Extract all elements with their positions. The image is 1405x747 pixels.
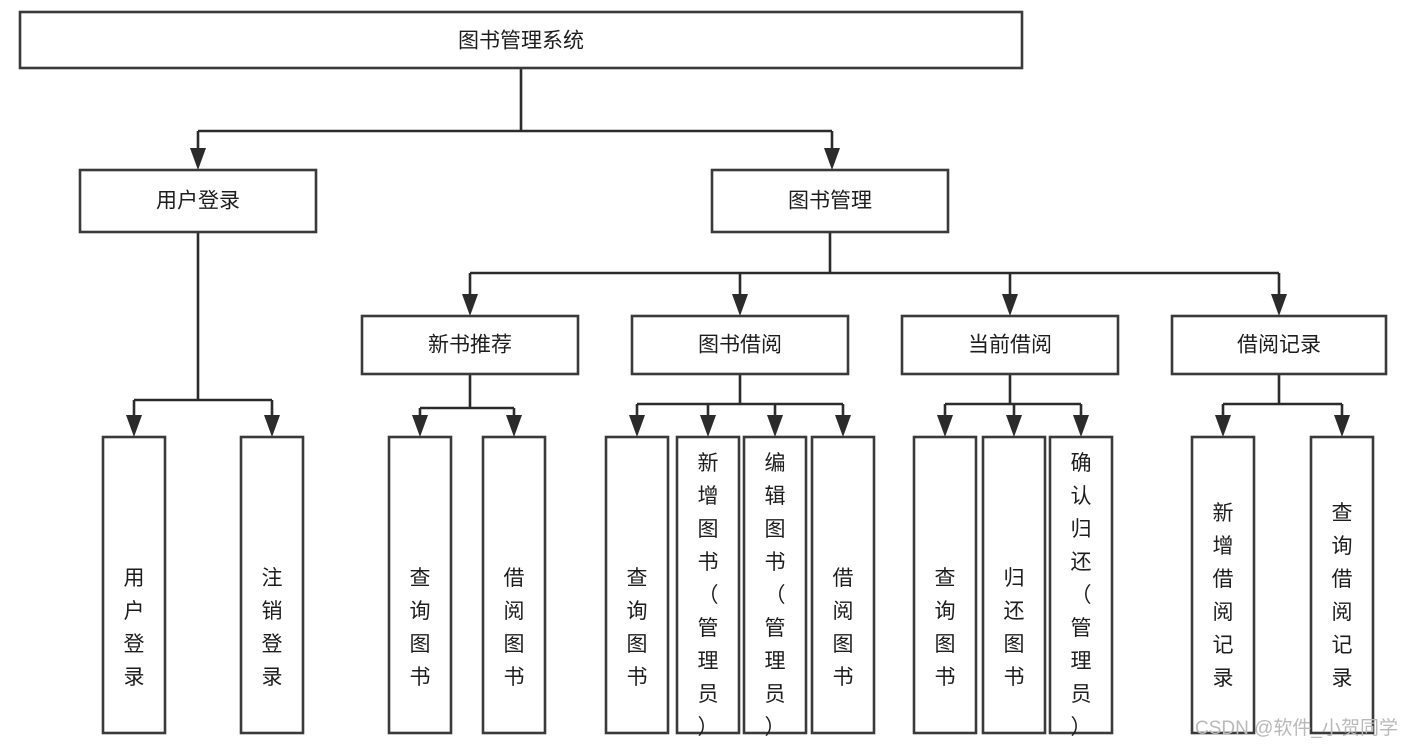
node-leaf-add-borrow-record[interactable]: 新增借阅记录 — [1190, 435, 1256, 735]
arrow-user-login-to-leaf-user-logout — [264, 415, 280, 437]
connector-book-borrow-trunk — [635, 374, 845, 419]
node-leaf-user-logout[interactable]: 注销登录 — [239, 435, 305, 735]
node-root-label: 图书管理系统 — [458, 30, 584, 53]
node-leaf-query-borrow-record-label: 查询借阅记录 — [1332, 502, 1353, 690]
node-user-login-label: 用户登录 — [156, 190, 240, 213]
arrow-book-manage-to-borrow-record — [1271, 294, 1287, 316]
node-leaf-borrow-book-recommend-box[interactable] — [481, 435, 547, 735]
node-leaf-user-logout-box[interactable] — [239, 435, 305, 735]
arrow-book-borrow-to-edit-book — [767, 415, 783, 437]
node-leaf-add-book-label: 新增图书（管理员） — [698, 452, 719, 739]
arrow-book-borrow-to-borrow-book — [835, 415, 851, 437]
node-root-box[interactable] — [18, 10, 1024, 70]
connectors-layer — [126, 68, 1350, 437]
node-leaf-borrow-book-recommend-label: 借阅图书 — [504, 567, 525, 689]
node-root[interactable]: 图书管理系统 — [18, 10, 1024, 70]
node-leaf-add-borrow-record-box[interactable] — [1190, 435, 1256, 735]
node-leaf-add-book[interactable]: 新增图书（管理员） — [675, 435, 741, 739]
arrow-book-manage-to-current-borrow — [1002, 294, 1018, 316]
node-book-manage[interactable]: 图书管理 — [710, 168, 950, 234]
node-current-borrow[interactable]: 当前借阅 — [900, 314, 1120, 376]
node-leaf-user-login-label: 用户登录 — [124, 567, 145, 689]
arrow-user-login-to-leaf-user-login — [126, 415, 142, 437]
connector-user-login-trunk — [132, 232, 274, 419]
connector-book-manage-trunk — [468, 232, 1281, 298]
node-book-manage-label: 图书管理 — [788, 190, 872, 213]
node-leaf-query-book-current[interactable]: 查询图书 — [912, 435, 978, 735]
node-new-book-recommend-box[interactable] — [360, 314, 580, 376]
node-leaf-add-borrow-record-label: 新增借阅记录 — [1213, 502, 1234, 690]
node-leaf-user-login-box[interactable] — [101, 435, 167, 735]
node-leaf-borrow-book-box[interactable] — [810, 435, 876, 735]
node-leaf-edit-book-label: 编辑图书（管理员） — [765, 452, 786, 739]
arrow-book-manage-to-new-book-recommend — [462, 294, 478, 316]
arrow-book-borrow-to-add-book — [700, 415, 716, 437]
arrow-root-to-book-manage — [824, 148, 840, 170]
arrow-current-borrow-to-query-book — [937, 415, 953, 437]
node-leaf-query-book-current-box[interactable] — [912, 435, 978, 735]
node-book-borrow-box[interactable] — [630, 314, 850, 376]
node-leaf-query-book-borrow-box[interactable] — [604, 435, 670, 735]
node-new-book-recommend-label: 新书推荐 — [428, 334, 512, 357]
arrow-borrow-record-to-add-record — [1215, 415, 1231, 437]
node-leaf-confirm-return-label: 确认归还（管理员） — [1071, 452, 1092, 739]
node-leaf-return-book-label: 归还图书 — [1004, 567, 1025, 689]
arrow-current-borrow-to-return-book — [1006, 415, 1022, 437]
node-current-borrow-label: 当前借阅 — [968, 334, 1052, 357]
node-user-login[interactable]: 用户登录 — [78, 168, 318, 234]
node-leaf-query-borrow-record-box[interactable] — [1309, 435, 1375, 735]
node-leaf-return-book-box[interactable] — [981, 435, 1047, 735]
node-book-manage-box[interactable] — [710, 168, 950, 234]
node-leaf-query-book-recommend-box[interactable] — [387, 435, 453, 735]
node-leaf-query-borrow-record[interactable]: 查询借阅记录 — [1309, 435, 1375, 735]
node-leaf-confirm-return-box[interactable] — [1048, 435, 1114, 735]
node-leaf-query-book-recommend[interactable]: 查询图书 — [387, 435, 453, 735]
node-leaf-edit-book-box[interactable] — [742, 435, 808, 735]
arrow-root-to-user-login — [190, 148, 206, 170]
connector-borrow-record-trunk — [1221, 374, 1344, 419]
node-new-book-recommend[interactable]: 新书推荐 — [360, 314, 580, 376]
node-leaf-user-login[interactable]: 用户登录 — [101, 435, 167, 735]
node-borrow-record-box[interactable] — [1170, 314, 1388, 376]
node-leaf-user-logout-label: 注销登录 — [262, 567, 283, 689]
arrow-new-book-recommend-to-query-book — [412, 415, 428, 437]
node-leaf-query-book-current-label: 查询图书 — [935, 567, 956, 689]
node-leaf-add-book-box[interactable] — [675, 435, 741, 735]
node-leaf-confirm-return[interactable]: 确认归还（管理员） — [1048, 435, 1114, 739]
node-leaf-borrow-book-recommend[interactable]: 借阅图书 — [481, 435, 547, 735]
node-leaf-borrow-book-label: 借阅图书 — [833, 567, 854, 689]
node-book-borrow[interactable]: 图书借阅 — [630, 314, 850, 376]
arrow-current-borrow-to-confirm-return — [1073, 415, 1089, 437]
node-leaf-query-book-recommend-label: 查询图书 — [410, 567, 431, 689]
node-leaf-edit-book[interactable]: 编辑图书（管理员） — [742, 435, 808, 739]
node-current-borrow-box[interactable] — [900, 314, 1120, 376]
node-leaf-query-book-borrow[interactable]: 查询图书 — [604, 435, 670, 735]
node-leaf-return-book[interactable]: 归还图书 — [981, 435, 1047, 735]
node-borrow-record-label: 借阅记录 — [1237, 334, 1321, 357]
node-leaf-borrow-book[interactable]: 借阅图书 — [810, 435, 876, 735]
arrow-new-book-recommend-to-borrow-book — [506, 415, 522, 437]
arrow-book-borrow-to-query-book — [629, 415, 645, 437]
connector-new-book-recommend-trunk — [418, 374, 516, 419]
node-book-borrow-label: 图书借阅 — [698, 334, 782, 357]
arrow-borrow-record-to-query-record — [1334, 415, 1350, 437]
node-borrow-record[interactable]: 借阅记录 — [1170, 314, 1388, 376]
connector-root-trunk — [196, 68, 834, 152]
watermark-label: CSDN @软件_小贺同学 — [1195, 717, 1398, 739]
leaf-nodes-layer: 用户登录 注销登录 查询图书 借阅图书 查询图书 新增图书（管理员） — [101, 435, 1375, 739]
connector-current-borrow-trunk — [943, 374, 1083, 419]
node-leaf-query-book-borrow-label: 查询图书 — [627, 567, 648, 689]
node-user-login-box[interactable] — [78, 168, 318, 234]
arrow-book-manage-to-book-borrow — [732, 294, 748, 316]
